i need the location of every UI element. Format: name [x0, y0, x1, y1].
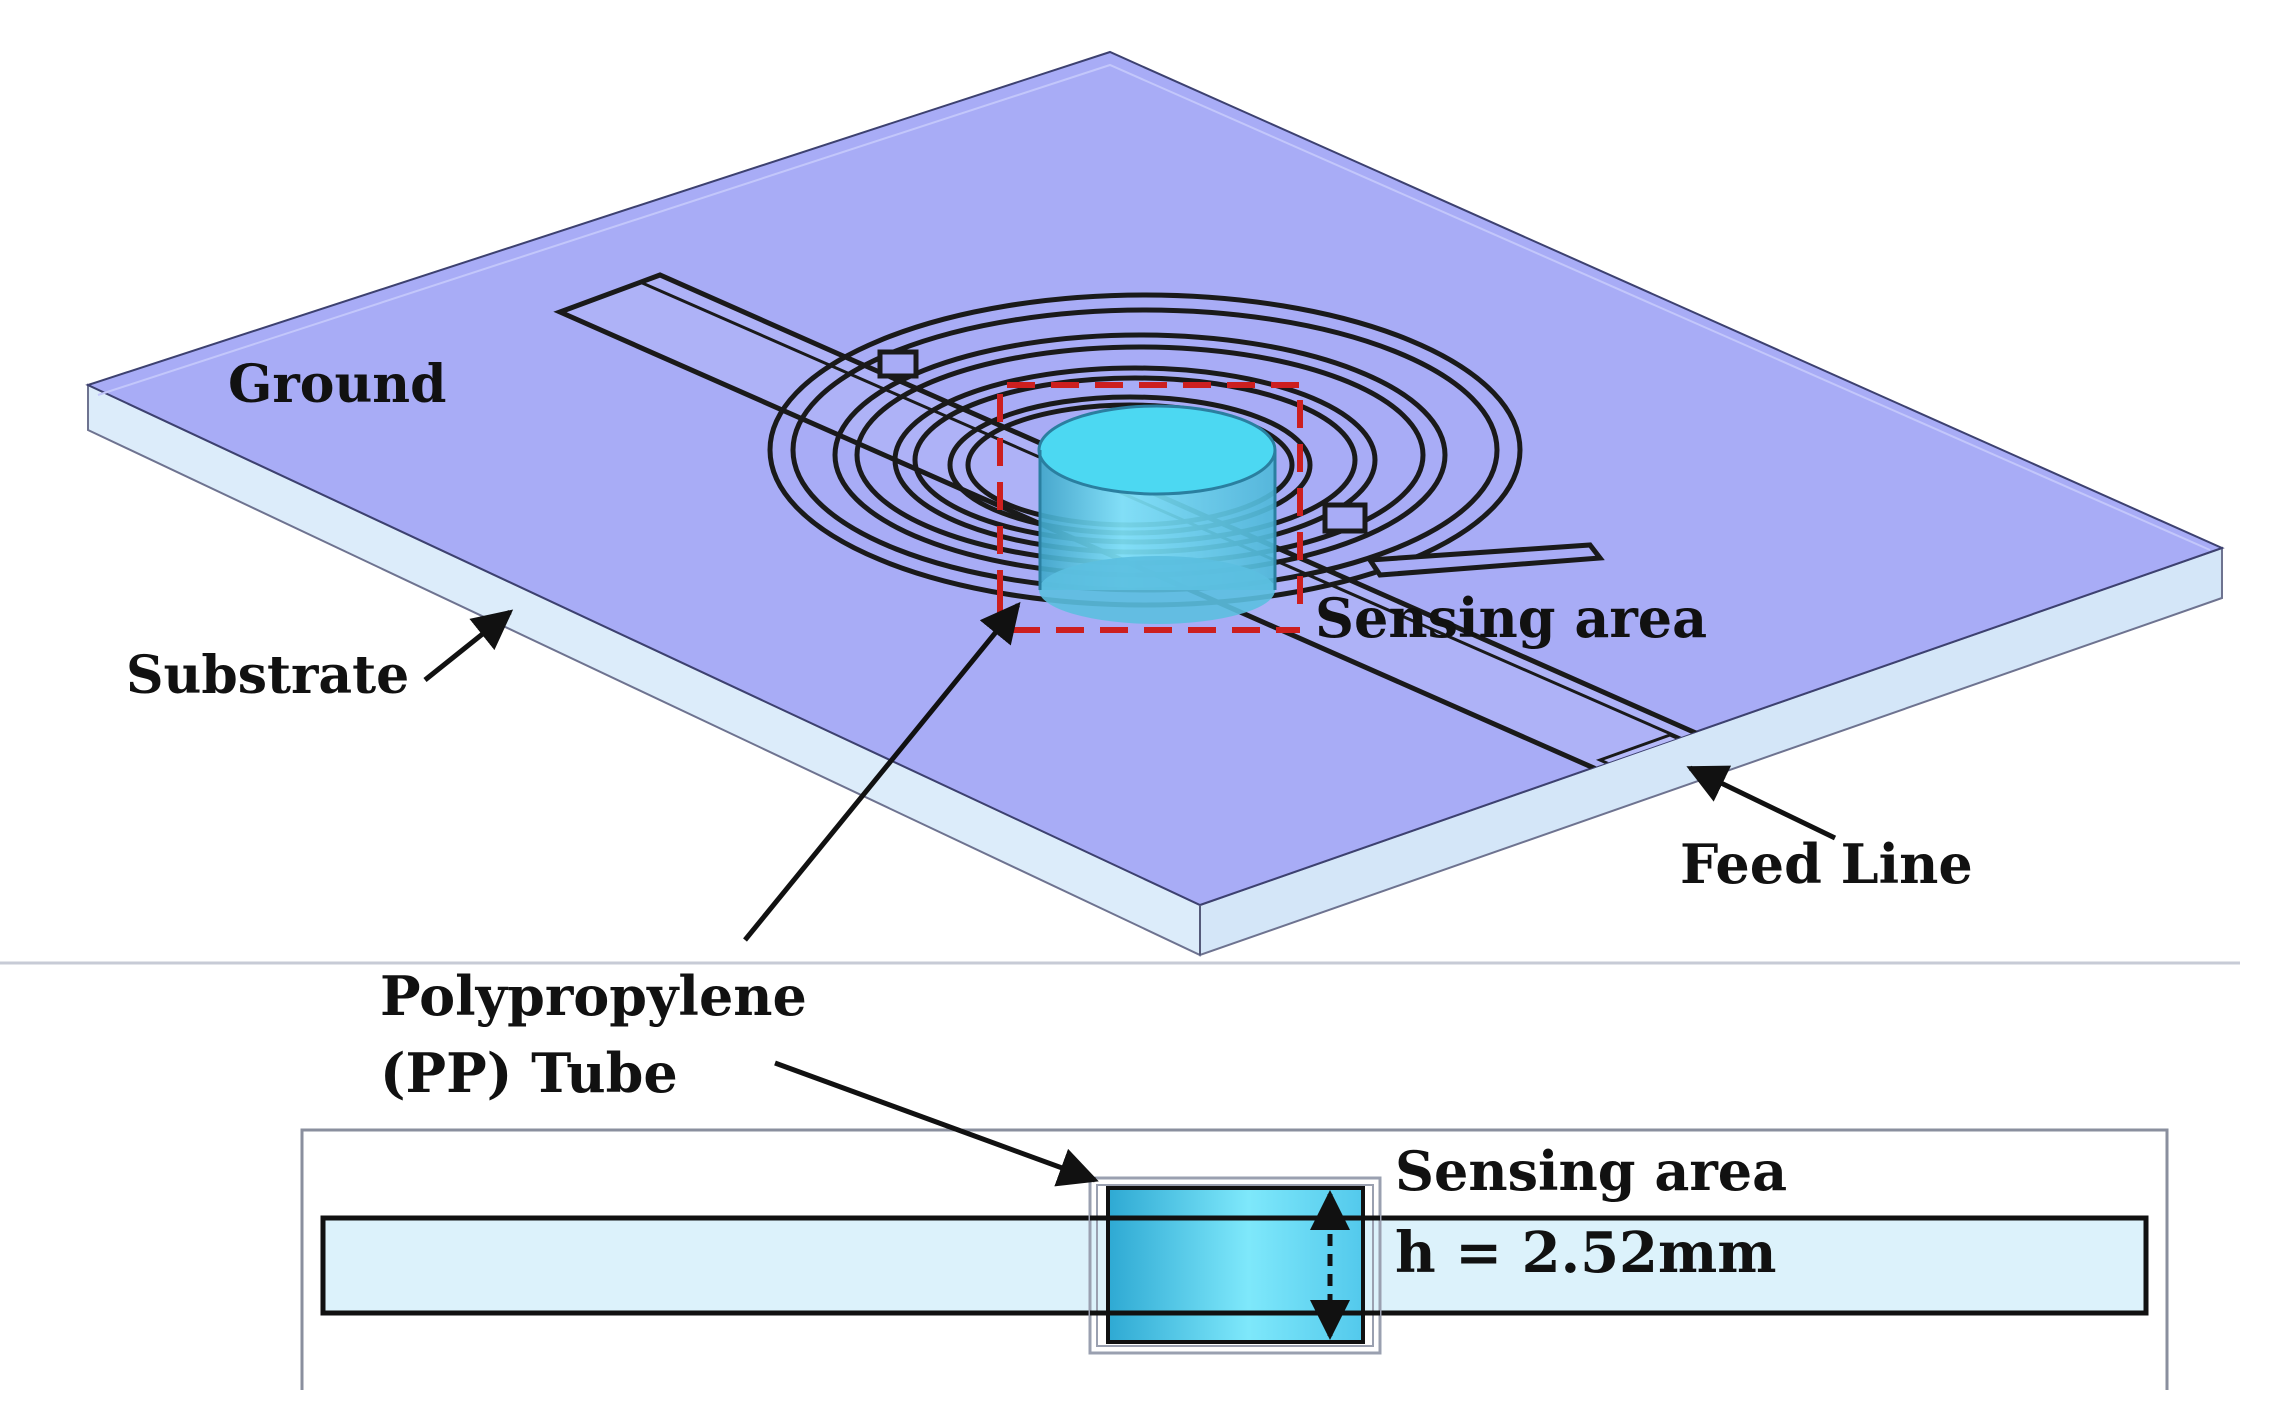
height-label: h = 2.52mm — [1395, 1220, 1777, 1286]
pp-tube-bottom — [1039, 556, 1275, 624]
pp-tube-3d — [1037, 404, 1277, 624]
ring-tail — [1365, 542, 1605, 578]
section-tube-holder — [1088, 1176, 1382, 1355]
pp-tube-label-line2: (PP) Tube — [380, 1041, 678, 1105]
pp-tube-arrow-top — [743, 601, 1021, 942]
feed-line-label: Feed Line — [1680, 832, 1973, 896]
pp-tube-arrow-bottom — [774, 1060, 1099, 1187]
ring-tab-right — [1322, 502, 1368, 534]
section-frame — [300, 1128, 2169, 1390]
substrate-label: Substrate — [126, 645, 409, 706]
feed-line-arrow — [1686, 765, 1837, 841]
ground-label: Ground — [228, 354, 446, 415]
pp-tube-top — [1037, 404, 1277, 496]
ring-tab-left — [877, 349, 919, 379]
pp-tube-label-line1: Polypropylene — [380, 964, 807, 1028]
sensing-area-label-top: Sensing area — [1315, 586, 1707, 650]
section-tube-holder-inner — [1096, 1184, 1374, 1347]
substrate-arrow — [423, 609, 514, 682]
cross-section-view — [300, 1128, 2169, 1390]
sensing-area-label-bottom: Sensing area — [1395, 1139, 1787, 1203]
sensing-box-top — [997, 382, 1303, 605]
section-pp-tube — [1106, 1186, 1365, 1344]
substrate-back-edge — [97, 63, 2211, 551]
